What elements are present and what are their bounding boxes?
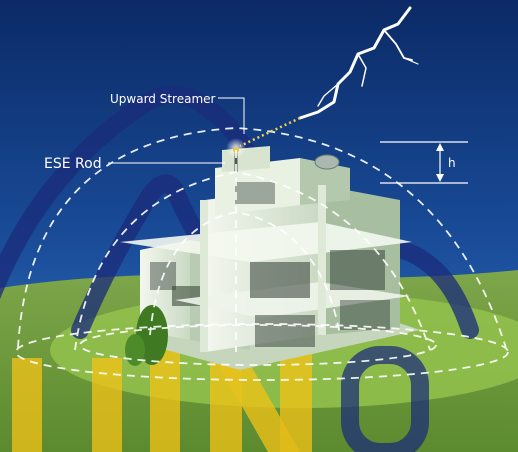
watermark-letter-n-right (280, 350, 312, 452)
house-window-3 (255, 315, 315, 347)
satellite-dish (314, 154, 340, 170)
height-arrow-up (436, 143, 444, 151)
house-window-2 (330, 250, 385, 290)
watermark-letter-i (150, 350, 180, 452)
upward-streamer-leader (218, 97, 245, 134)
protection-ground-ellipse-outer (15, 323, 509, 381)
height-marker (380, 141, 468, 184)
house-floor-slab-1 (120, 222, 412, 262)
protection-zone (15, 127, 509, 381)
house-column-2 (200, 200, 208, 352)
house-window-6 (235, 182, 275, 204)
house-window-4 (340, 300, 390, 330)
protection-arc-outer (17, 127, 507, 349)
lightning-branch-3 (317, 83, 339, 107)
protection-ground-ellipse-middle (79, 324, 437, 366)
lightning-bolt (298, 6, 419, 120)
watermark-letter-u-left (12, 358, 42, 452)
height-label: h (448, 156, 456, 170)
lightning-branch-2 (357, 53, 367, 87)
watermark-letter-o (341, 346, 429, 452)
lightning-branch-1 (383, 29, 413, 61)
ese-rod-label: ESE Rod (44, 156, 102, 172)
house-upper-side (300, 158, 350, 205)
house-floor-slab-2 (175, 282, 410, 318)
watermark-letter-n-diagonal (210, 350, 300, 452)
lightning-main-branch (298, 6, 412, 120)
height-arrow-down (436, 174, 444, 182)
label-leaders (108, 97, 245, 164)
lightning-branch-4 (403, 57, 419, 65)
house (120, 146, 420, 370)
watermark-letter-u-right (92, 358, 122, 452)
upward-streamer-label: Upward Streamer (110, 92, 216, 106)
house-column-1 (318, 185, 326, 335)
tree-left-small (125, 334, 145, 366)
watermark (0, 85, 479, 452)
protection-arc-middle (74, 171, 431, 351)
house-window-1 (250, 262, 310, 298)
downward-leader-dotted (239, 116, 301, 148)
